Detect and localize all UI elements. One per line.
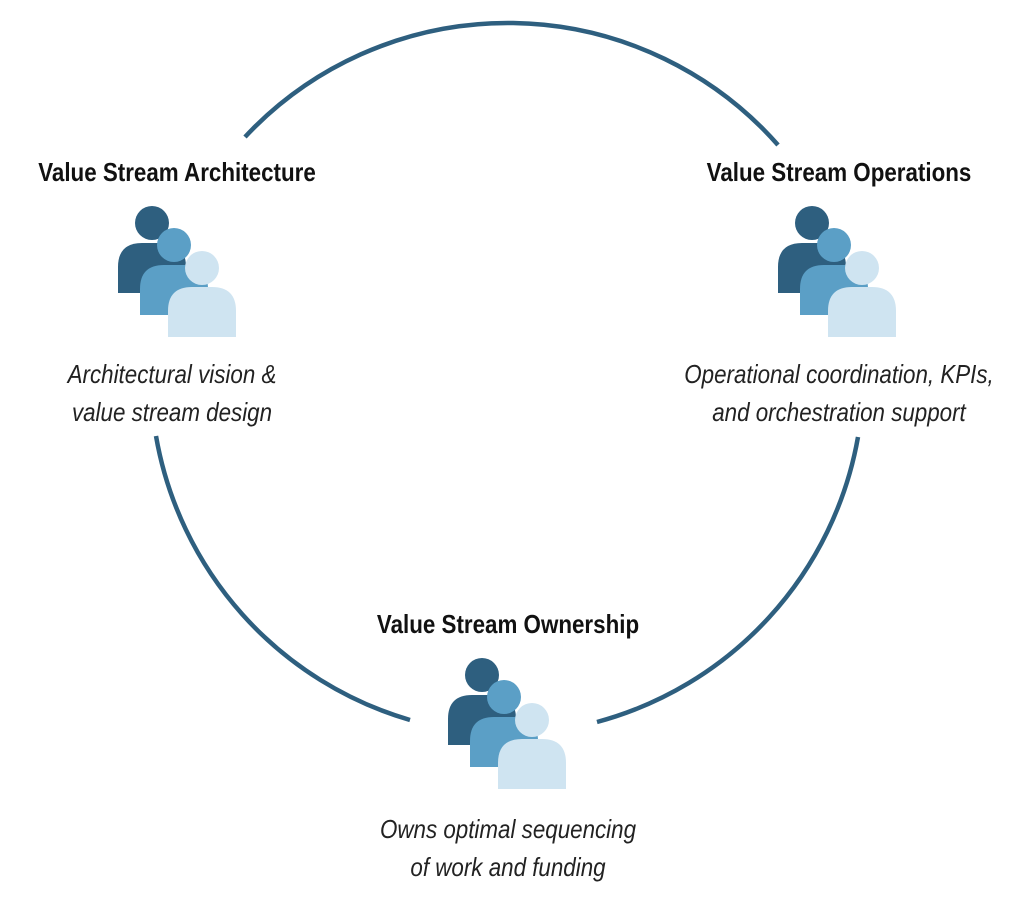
role-description-architecture: Architectural vision & value stream desi…: [67, 359, 277, 427]
role-title-architecture: Value Stream Architecture: [38, 157, 316, 187]
ring-arc-right: [596, 436, 861, 725]
ring-arc-left: [153, 435, 411, 723]
role-title-ownership: Value Stream Ownership: [376, 609, 640, 639]
team-icon: [448, 658, 566, 789]
ring-arc-top: [243, 20, 780, 147]
role-description-ownership: Owns optimal sequencing of work and fund…: [379, 814, 637, 882]
role-description-operations: Operational coordination, KPIs, and orch…: [684, 359, 994, 427]
team-icon: [118, 206, 236, 337]
team-icon: [778, 206, 896, 337]
role-title-operations: Value Stream Operations: [706, 157, 972, 187]
